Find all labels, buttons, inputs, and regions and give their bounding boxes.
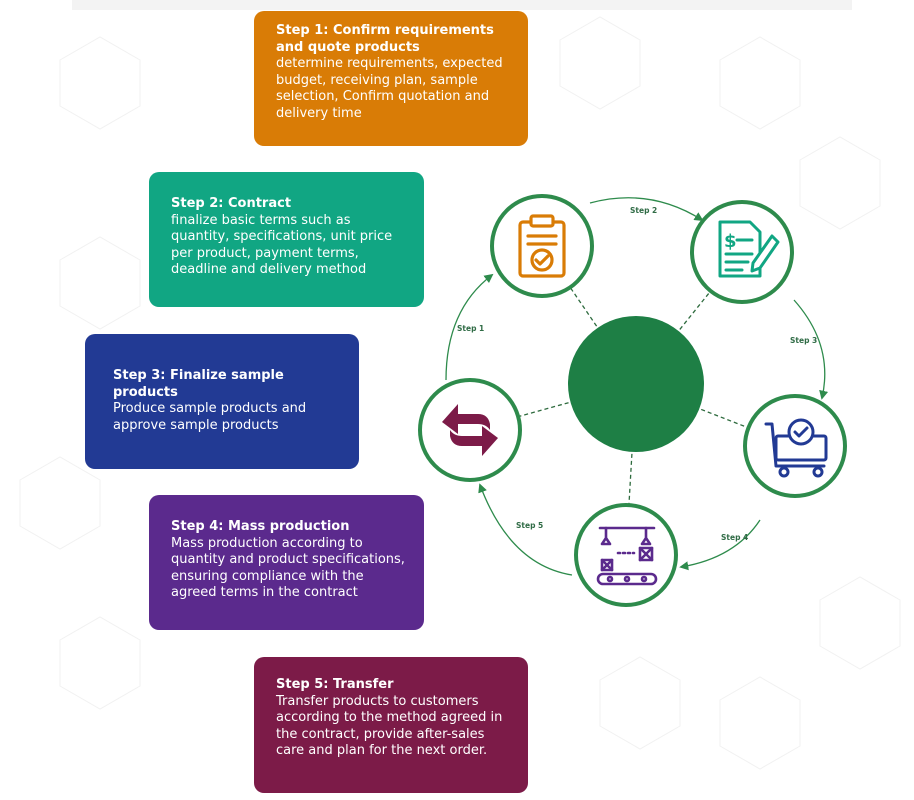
step-5-box: Step 5: Transfer Transfer products to cu… [254, 657, 528, 793]
cart-check-icon [764, 418, 828, 478]
cycle-label-step-5: Step 5 [516, 521, 543, 530]
contract-signing-icon: $ [718, 220, 780, 278]
step-3-description: Produce sample products and approve samp… [113, 401, 307, 433]
svg-text:$: $ [724, 231, 737, 252]
arrow-step-4 [679, 519, 761, 571]
node-step-4 [574, 503, 678, 607]
arrow-step-2 [589, 197, 704, 221]
node-step-3 [743, 394, 847, 498]
step-3-title: Step 3: Finalize sample products [113, 368, 284, 400]
node-step-2: $ [690, 200, 794, 304]
step-3-box: Step 3: Finalize sample products Produce… [85, 334, 359, 469]
step-2-box: Step 2: Contract finalize basic terms su… [149, 172, 424, 307]
step-2-description: finalize basic terms such as quantity, s… [171, 212, 393, 278]
step-1-box: Step 1: Confirm requirements and quote p… [254, 11, 528, 146]
cycle-label-step-3: Step 3 [790, 336, 817, 345]
step-1-description: determine requirements, expected budget,… [276, 56, 503, 121]
step-2-title: Step 2: Contract [171, 196, 292, 211]
transfer-arrows-icon [442, 404, 498, 456]
cycle-label-step-1: Step 1 [457, 324, 484, 333]
arrow-step-3 [793, 299, 829, 400]
step-1-title: Step 1: Confirm requirements and quote p… [276, 23, 494, 55]
cycle-label-step-2: Step 2 [630, 206, 657, 215]
arrow-step-1 [445, 273, 494, 381]
cycle-label-step-4: Step 4 [721, 533, 748, 542]
center-hub [568, 316, 704, 452]
step-4-box: Step 4: Mass production Mass production … [149, 495, 424, 630]
factory-conveyor-icon [596, 526, 658, 586]
top-band [72, 0, 852, 10]
step-5-title: Step 5: Transfer [276, 677, 394, 692]
step-4-title: Step 4: Mass production [171, 519, 350, 534]
node-step-1 [490, 194, 594, 298]
node-step-5 [418, 378, 522, 482]
clipboard-check-icon [518, 214, 566, 278]
step-4-description: Mass production according to quantity an… [171, 535, 405, 601]
arrow-step-5 [478, 483, 573, 576]
step-5-description: Transfer products to customers according… [276, 693, 503, 759]
